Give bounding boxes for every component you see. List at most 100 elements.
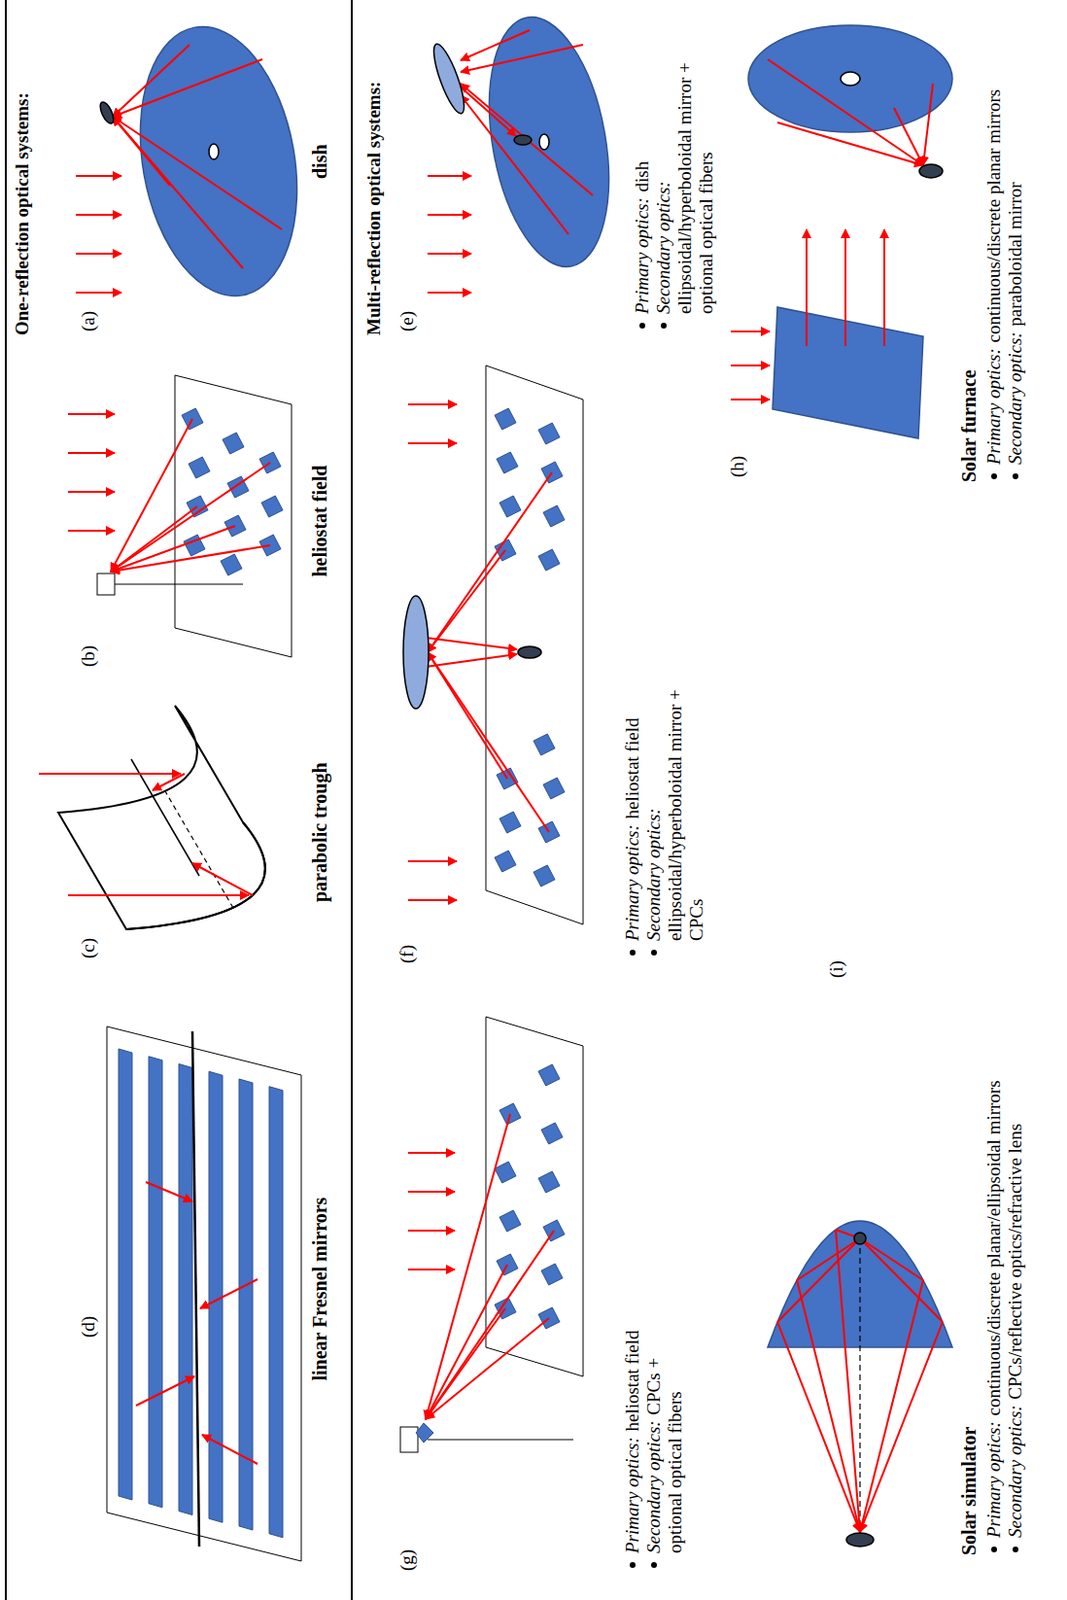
optics-term: Secondary optics: — [643, 1419, 664, 1553]
planar-mirror — [772, 307, 924, 439]
dish-hole — [208, 143, 219, 160]
optics-term: Secondary optics: — [1004, 331, 1026, 465]
receiver — [919, 164, 943, 178]
ray-arrow — [805, 229, 808, 346]
receiver — [97, 100, 116, 126]
bullet-dot — [651, 1561, 657, 1568]
ray-arrow — [883, 229, 886, 346]
bullet-item: Primary optics:continuous/discrete plana… — [983, 0, 1005, 482]
heliostat — [188, 456, 210, 479]
ray-arrow — [152, 773, 185, 791]
ray-arrow — [860, 1279, 924, 1532]
ray-arrow — [112, 116, 282, 230]
fresnel-mirror — [269, 1086, 283, 1538]
panel-letter: (f) — [396, 944, 418, 964]
ray-arrow — [730, 398, 770, 401]
ray-arrow — [408, 403, 457, 406]
bullet-item: Secondary optics: paraboloidal mirror — [1004, 0, 1027, 482]
bullet-dot — [1012, 1546, 1019, 1552]
ray-arrow — [75, 174, 122, 177]
ray-arrow — [202, 1434, 258, 1464]
ray-arrow — [136, 1376, 195, 1406]
bullet-list: Primary optics: continuous/discrete plana… — [983, 952, 1027, 1555]
ray-arrow — [777, 122, 924, 166]
ray-arrow — [427, 174, 472, 177]
optics-term: Primary optics: — [621, 1436, 643, 1553]
panel-caption: parabolic trough — [309, 761, 331, 902]
bullet-item: Secondary optics:CPCs/reflective optics/… — [1004, 952, 1027, 1555]
ray-arrow — [408, 898, 457, 901]
ray-arrow — [75, 291, 122, 294]
panel-caption: dish — [309, 143, 331, 179]
ray-arrow — [460, 95, 569, 235]
heliostat — [538, 1064, 560, 1086]
ray-arrow — [408, 1190, 455, 1193]
heliostat — [543, 505, 565, 527]
ray-arrow — [425, 653, 517, 667]
heliostat — [541, 1122, 563, 1144]
optics-term: Secondary optics: — [643, 647, 665, 941]
bullet-dot — [629, 949, 636, 956]
bullet-dot — [660, 322, 667, 329]
bullet-list: Primary optics:heliostat fieldSecondary … — [621, 647, 708, 959]
optics-term: Primary optics: — [983, 1420, 1004, 1538]
dish-mirror — [471, 7, 626, 276]
ray-arrow — [68, 451, 115, 454]
ray-arrow — [408, 1268, 455, 1271]
heliostat — [496, 451, 518, 474]
panel-caption: heliostat field — [309, 465, 331, 578]
ray-arrow — [112, 44, 190, 117]
receiver — [517, 646, 542, 658]
optics-description: CPCs/reflective optics/refractive lens — [1004, 1123, 1026, 1400]
optics-description: dish — [631, 161, 653, 193]
ray-arrow — [425, 1317, 550, 1419]
lamp — [854, 1232, 866, 1244]
ray-arrow — [460, 44, 584, 72]
ray-arrow — [425, 637, 517, 650]
ray-arrow — [38, 772, 181, 775]
ray-arrow — [730, 364, 770, 367]
trough-bottom — [165, 791, 234, 908]
panel-letter: (a) — [77, 310, 100, 332]
section-heading: One-reflection optical systems: — [11, 92, 34, 336]
bullet-item: Secondary optics:ellipsoidal/hyperboloid… — [653, 20, 718, 332]
ray-arrow — [460, 83, 593, 196]
ray-arrow — [425, 1264, 508, 1419]
ray-line — [777, 1238, 861, 1322]
tower — [114, 583, 243, 585]
ray-arrow — [427, 213, 472, 216]
optics-description: ellipsoidal/hyperboloidal mirror + CPCs — [664, 688, 707, 941]
ray-arrow — [835, 1229, 861, 1532]
tower-receiver — [97, 573, 115, 595]
ray-arrow — [460, 30, 530, 61]
tower — [427, 1438, 574, 1440]
heliostat — [261, 495, 283, 517]
optics-description: continuous/discrete planar/ellipsoidal m… — [983, 1079, 1004, 1415]
ground-plane — [106, 1026, 302, 1561]
receiver-tube — [192, 1031, 200, 1547]
heliostat — [538, 422, 560, 445]
receiver — [514, 135, 532, 145]
ray-arrow — [200, 1278, 258, 1308]
ground-plane — [485, 1016, 584, 1377]
panel-caption: linear Fresnel mirrors — [309, 1197, 331, 1381]
heliostat — [499, 811, 521, 833]
bullet-item: Primary optics:heliostat field — [621, 647, 644, 959]
optics-description: paraboloidal mirror — [1004, 181, 1026, 326]
bullet-item: Primary optics: continuous/discrete plana… — [983, 952, 1005, 1555]
trough-mirror — [58, 705, 266, 930]
heliostat — [222, 432, 244, 454]
heliostat — [494, 850, 517, 872]
panel-letter: (b) — [77, 645, 100, 667]
section-heading: Multi-reflection optical systems: — [363, 81, 385, 336]
bullet-item: Secondary optics:CPCs + optional optical… — [643, 1293, 687, 1571]
heliostat — [499, 1209, 521, 1232]
heliostat — [541, 1263, 563, 1285]
ray-arrow — [192, 862, 253, 895]
heliostat — [499, 495, 521, 517]
ray-arrow — [427, 252, 472, 255]
heliostat — [220, 553, 242, 576]
ray-arrow — [425, 1113, 511, 1419]
bullet-list: Primary optics:heliostat fieldSecondary … — [621, 1293, 687, 1571]
